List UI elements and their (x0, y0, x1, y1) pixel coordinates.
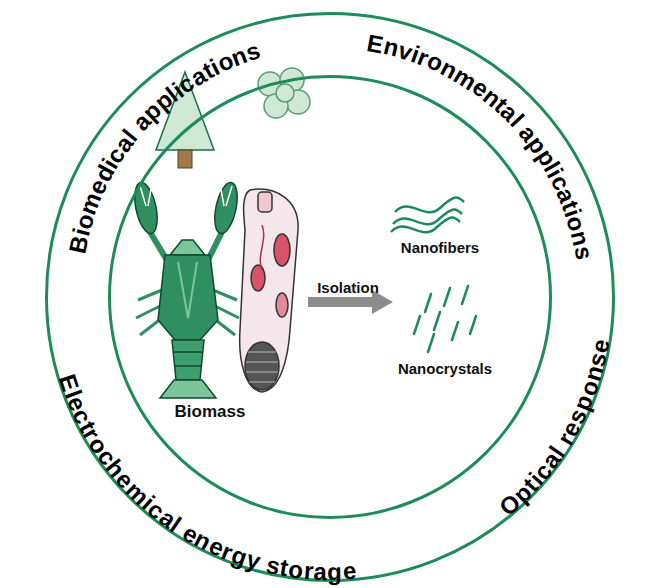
inner-label: Isolation (317, 279, 379, 296)
ring-letter: r (303, 559, 314, 584)
ring-letter: g (327, 560, 342, 584)
inner-circle: Biomass Isolation NanofibersNanocrystals (108, 75, 552, 519)
ring-letter: a (313, 560, 327, 584)
ring-letter: s (570, 244, 596, 261)
ring-label: Biomedical applications (74, 47, 272, 262)
ring-label: Environmental applications (357, 40, 587, 271)
circle-border (47, 14, 614, 581)
ring-label: Electrochemical energy storage (64, 363, 365, 576)
ring-letter: o (287, 557, 305, 583)
ring-label: Optical response (486, 328, 605, 512)
outer-ring: Biomedical applications Environmental app… (45, 12, 615, 582)
circle-outline (108, 75, 552, 519)
circle-border (110, 77, 551, 518)
inner-label: Nanocrystals (398, 360, 492, 377)
inner-label: Biomass (175, 402, 246, 422)
inner-label: Nanofibers (401, 239, 479, 256)
ring-letter: e (342, 559, 357, 584)
